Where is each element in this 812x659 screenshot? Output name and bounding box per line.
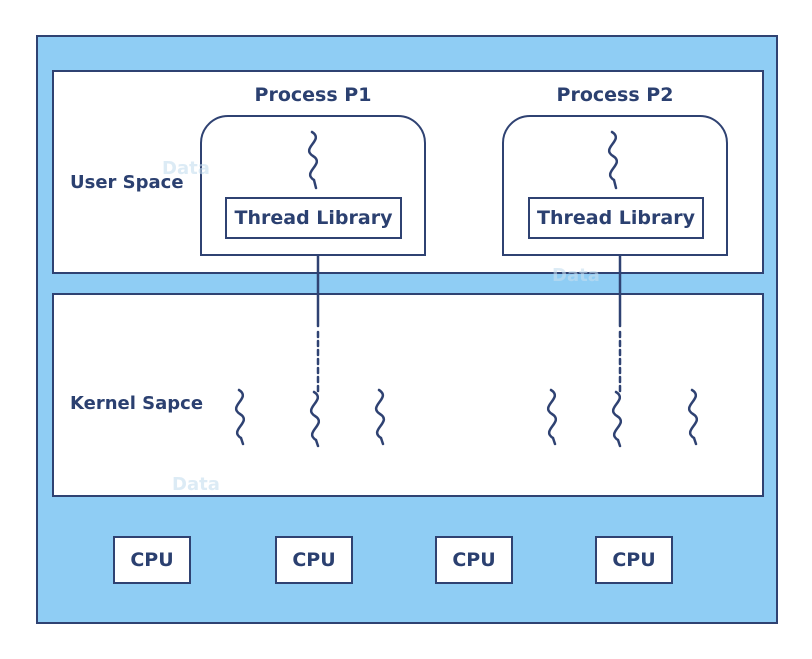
process-p1-title: Process P1: [254, 84, 372, 106]
kernel-thread-icon: [234, 388, 246, 446]
process-p1-thread-library: Thread Library: [225, 197, 402, 239]
kernel-thread-icon: [374, 388, 386, 446]
cpu-box: CPU: [595, 536, 673, 584]
watermark-logo: Data: [172, 474, 220, 495]
user-space-label: User Space: [70, 172, 184, 193]
process-p2-title: Process P2: [556, 84, 674, 106]
watermark-text: Data: [162, 158, 210, 179]
kernel-thread-icon: [611, 390, 623, 448]
watermark-text: Data: [172, 474, 220, 495]
kernel-thread-icon: [309, 390, 321, 448]
cpu-box: CPU: [113, 536, 191, 584]
kernel-thread-icon: [546, 388, 558, 446]
process-p2-thread-library: Thread Library: [528, 197, 704, 239]
kernel-thread-icon: [687, 388, 699, 446]
cpu-box: CPU: [275, 536, 353, 584]
user-thread-p1-icon: [307, 130, 319, 190]
kernel-space-region: [52, 293, 764, 497]
kernel-space-label: Kernel Sapce: [70, 393, 204, 414]
watermark-text: Data: [552, 265, 600, 286]
watermark-logo: Data: [552, 265, 600, 286]
watermark-logo: Data: [162, 158, 210, 179]
cpu-box: CPU: [435, 536, 513, 584]
user-thread-p2-icon: [607, 130, 619, 190]
